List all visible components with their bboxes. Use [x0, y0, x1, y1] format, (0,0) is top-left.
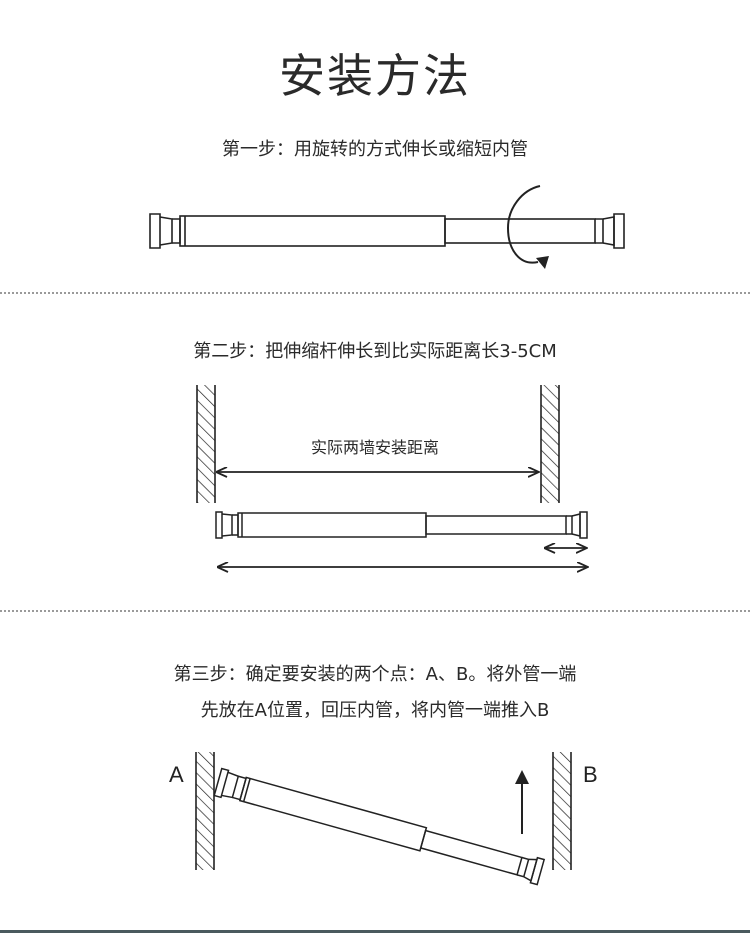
page-title: 安装方法	[279, 49, 471, 103]
step1-rod-diagram	[149, 185, 625, 269]
step2-rod	[215, 511, 588, 539]
step3-text-line1: 第三步：确定要安装的两个点：A、B。将外管一端	[173, 664, 577, 685]
wall-b	[552, 752, 572, 870]
section-divider-2	[0, 610, 750, 612]
right-wall	[540, 385, 560, 503]
wall-distance-label: 实际两墙安装距离	[310, 438, 439, 457]
rotate-arrow-icon	[506, 185, 549, 269]
wall-a	[195, 752, 215, 870]
step1-text: 第一步：用旋转的方式伸长或缩短内管	[222, 139, 528, 160]
left-wall	[196, 385, 216, 503]
step3-rod	[213, 767, 546, 886]
bottom-bar	[0, 930, 750, 933]
section-divider-1	[0, 292, 750, 294]
label-b: B	[583, 762, 598, 787]
step2-text: 第二步：把伸缩杆伸长到比实际距离长3-5CM	[193, 341, 557, 362]
label-a: A	[169, 762, 184, 787]
step3-diagram	[195, 752, 572, 886]
up-arrow-icon	[515, 770, 529, 834]
step2-diagram	[196, 385, 750, 600]
step3-text-line2: 先放在A位置，回压内管，将内管一端推入B	[200, 700, 550, 721]
